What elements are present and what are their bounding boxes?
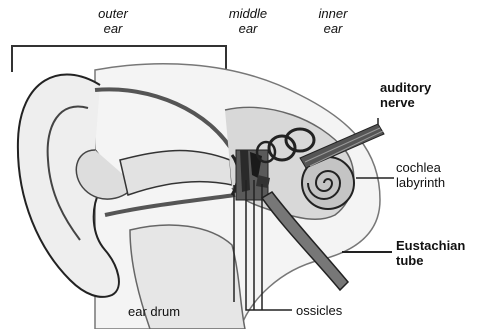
label-auditory-nerve-line1: auditory	[380, 80, 431, 95]
label-ear-drum: ear drum	[128, 304, 180, 319]
label-middle-ear-line2: ear	[220, 21, 276, 36]
label-cochlea-labyrinth: cochlea labyrinth	[396, 160, 445, 190]
label-middle-ear-line1: middle	[220, 6, 276, 21]
label-auditory-nerve-line2: nerve	[380, 95, 431, 110]
label-inner-ear-line1: inner	[308, 6, 358, 21]
label-cochlea-labyrinth-line1: cochlea	[396, 160, 445, 175]
label-cochlea-labyrinth-line2: labyrinth	[396, 175, 445, 190]
label-inner-ear-line2: ear	[308, 21, 358, 36]
label-eustachian-tube-line1: Eustachian	[396, 238, 465, 253]
label-outer-ear-line1: outer	[88, 6, 138, 21]
label-eustachian-tube-line2: tube	[396, 253, 465, 268]
label-middle-ear: middle ear	[220, 6, 276, 36]
label-eustachian-tube: Eustachian tube	[396, 238, 465, 268]
label-outer-ear-line2: ear	[88, 21, 138, 36]
label-outer-ear: outer ear	[88, 6, 138, 36]
label-inner-ear: inner ear	[308, 6, 358, 36]
label-auditory-nerve: auditory nerve	[380, 80, 431, 110]
label-ossicles: ossicles	[296, 303, 342, 318]
